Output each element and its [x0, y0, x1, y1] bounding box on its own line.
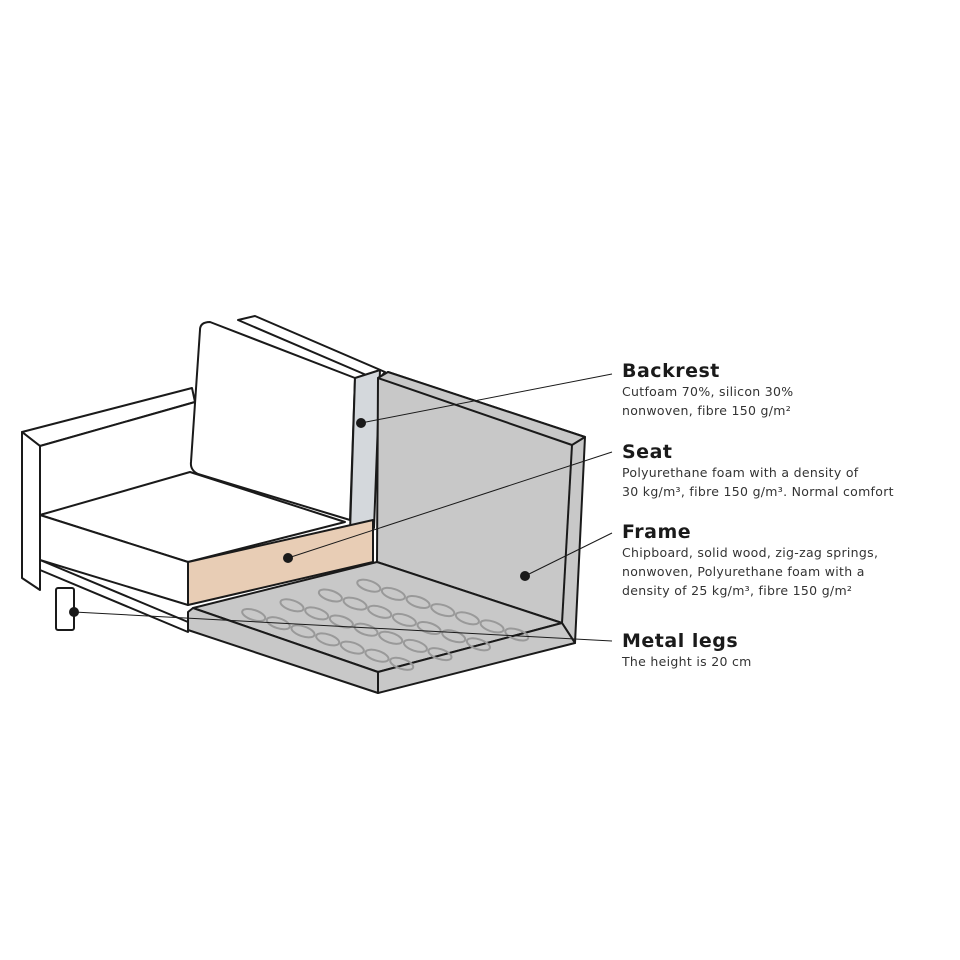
callout-text: Polyurethane foam with a density of [622, 465, 859, 480]
spring-loop [454, 611, 480, 626]
spring-loop [402, 638, 428, 653]
marker-dot-backrest [356, 418, 366, 428]
spring-loop [342, 596, 368, 611]
spring-loop [389, 656, 415, 671]
zig-zag-springs [241, 578, 530, 671]
leader-line-backrest [360, 373, 613, 424]
spring-loop [353, 622, 379, 637]
callout-text: The height is 20 cm [622, 654, 752, 669]
leader-line-legs [73, 611, 613, 642]
callout-backrest: Backrest Cutfoam 70%, silicon 30% nonwov… [622, 360, 793, 420]
callout-text: 30 kg/m³, fibre 150 g/m³. Normal comfort [622, 484, 894, 499]
frame-wall-top [377, 371, 586, 446]
armrest-front [21, 431, 41, 591]
spring-loop [364, 648, 390, 663]
frame-wall-edge [561, 444, 573, 624]
spring-loop [430, 603, 456, 618]
spring-loop [465, 637, 491, 652]
callout-text: Cutfoam 70%, silicon 30% [622, 384, 794, 399]
spring-loop [427, 647, 453, 662]
spring-loop [279, 598, 305, 613]
spring-loop [378, 630, 404, 645]
back-frame-cap [237, 315, 386, 381]
callout-title: Frame [622, 521, 692, 543]
leader-line-frame [524, 532, 613, 577]
spring-loop [304, 606, 330, 621]
spring-loop [356, 578, 382, 593]
spring-loop [339, 640, 365, 655]
callout-text: nonwoven, fibre 150 g/m² [622, 403, 792, 418]
spring-loop [317, 588, 343, 603]
callout-text: Chipboard, solid wood, zig-zag springs, [622, 545, 879, 560]
callout-frame: Frame Chipboard, solid wood, zig-zag spr… [622, 521, 878, 600]
marker-dot-legs [69, 607, 79, 617]
spring-loop [367, 604, 393, 619]
callout-text: density of 25 kg/m³, fibre 150 g/m² [622, 583, 853, 598]
spring-loop [441, 629, 467, 644]
spring-loop [479, 619, 505, 634]
callout-seat: Seat Polyurethane foam with a density of… [622, 441, 894, 501]
spring-loop [405, 594, 431, 610]
callout-text: nonwoven, Polyurethane foam with a [622, 564, 865, 579]
spring-loop [391, 612, 417, 627]
backrest-foam [349, 369, 381, 533]
callout-metal-legs: Metal legs The height is 20 cm [622, 630, 752, 671]
spring-loop [290, 624, 316, 639]
spring-loop [315, 632, 341, 647]
spring-loop [241, 607, 267, 623]
marker-dot-seat [283, 553, 293, 563]
spring-loop [380, 586, 406, 601]
callout-title: Seat [622, 441, 673, 463]
spring-loop [265, 616, 291, 631]
callout-title: Metal legs [622, 630, 739, 652]
leader-line-seat [287, 451, 613, 559]
marker-dot-frame [520, 571, 530, 581]
spring-loop [504, 627, 530, 642]
callout-title: Backrest [622, 360, 720, 382]
